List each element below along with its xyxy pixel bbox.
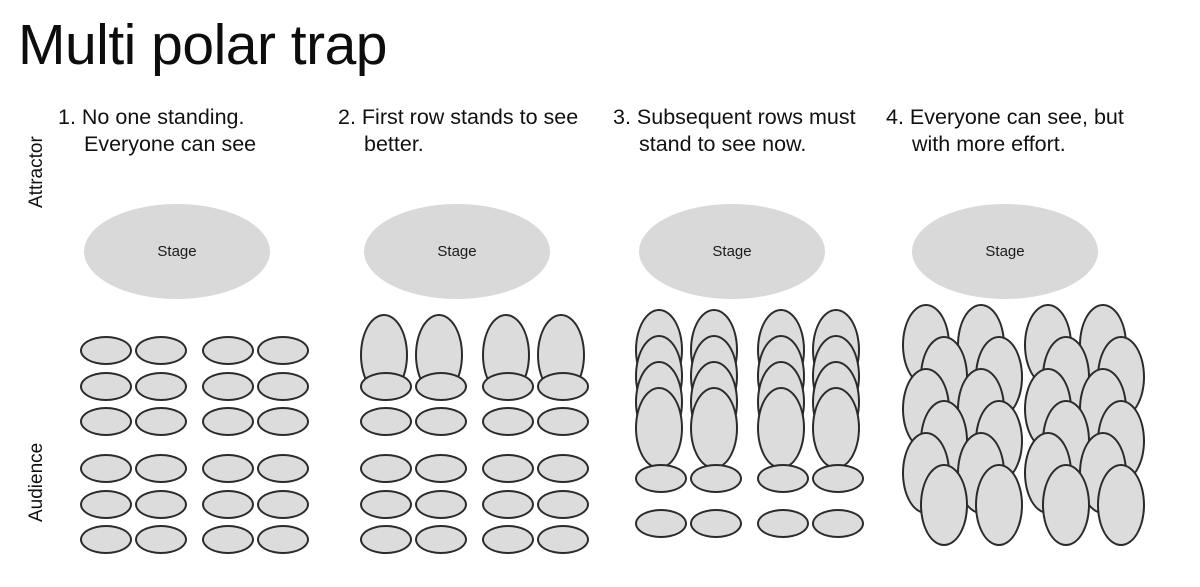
person-seated xyxy=(415,490,467,519)
person-seated xyxy=(482,525,534,554)
person-seated xyxy=(80,525,132,554)
person-seated xyxy=(135,490,187,519)
person-seated xyxy=(635,509,687,538)
person-seated xyxy=(482,372,534,401)
person-seated xyxy=(360,525,412,554)
panel-heading: 3. Subsequent rows must stand to see now… xyxy=(613,105,856,156)
person-seated xyxy=(482,490,534,519)
stage-ellipse: Stage xyxy=(364,204,550,299)
person-seated xyxy=(135,372,187,401)
panel-3: 3. Subsequent rows must stand to see now… xyxy=(605,104,873,574)
person-seated xyxy=(257,454,309,483)
stage-ellipse: Stage xyxy=(639,204,825,299)
person-seated xyxy=(80,336,132,365)
person-standing xyxy=(690,387,738,469)
person-standing xyxy=(757,387,805,469)
person-seated xyxy=(202,490,254,519)
person-seated xyxy=(415,372,467,401)
person-seated xyxy=(537,525,589,554)
audience-group xyxy=(330,104,598,554)
stage-ellipse: Stage xyxy=(912,204,1098,299)
person-seated xyxy=(360,407,412,436)
panel-heading: 2. First row stands to see better. xyxy=(338,105,579,156)
stage-label: Stage xyxy=(437,243,477,260)
person-seated xyxy=(135,336,187,365)
person-seated xyxy=(360,372,412,401)
person-standing xyxy=(635,387,683,469)
person-seated xyxy=(690,509,742,538)
person-seated xyxy=(690,464,742,493)
panel-heading: 4. Everyone can see, but with more effor… xyxy=(886,105,1124,156)
person-seated xyxy=(80,372,132,401)
person-standing xyxy=(1042,464,1090,546)
person-standing xyxy=(812,387,860,469)
person-seated xyxy=(812,464,864,493)
person-standing xyxy=(975,464,1023,546)
axis-label-attractor: Attractor xyxy=(26,136,47,208)
person-seated xyxy=(537,407,589,436)
panel-2: 2. First row stands to see better. Stage xyxy=(330,104,598,574)
page-title: Multi polar trap xyxy=(18,13,388,77)
audience-group xyxy=(605,104,873,538)
person-seated xyxy=(257,525,309,554)
person-seated xyxy=(360,490,412,519)
person-seated xyxy=(537,490,589,519)
panel-heading: 1. No one standing. Everyone can see xyxy=(58,105,257,156)
person-seated xyxy=(757,509,809,538)
person-seated xyxy=(812,509,864,538)
panel-4: 4. Everyone can see, but with more effor… xyxy=(878,104,1146,574)
audience-group xyxy=(50,104,318,554)
stage-label: Stage xyxy=(712,243,752,260)
person-standing xyxy=(920,464,968,546)
person-seated xyxy=(757,464,809,493)
person-seated xyxy=(257,490,309,519)
person-seated xyxy=(80,454,132,483)
person-seated xyxy=(482,454,534,483)
person-seated xyxy=(482,407,534,436)
stage-label: Stage xyxy=(985,243,1025,260)
person-seated xyxy=(202,525,254,554)
person-seated xyxy=(635,464,687,493)
person-seated xyxy=(202,372,254,401)
person-seated xyxy=(415,407,467,436)
person-seated xyxy=(537,454,589,483)
person-seated xyxy=(135,407,187,436)
person-seated xyxy=(202,407,254,436)
person-seated xyxy=(80,407,132,436)
person-standing xyxy=(1097,464,1145,546)
person-seated xyxy=(257,407,309,436)
person-seated xyxy=(202,454,254,483)
person-seated xyxy=(257,336,309,365)
audience-group xyxy=(878,104,1146,546)
panel-1: 1. No one standing. Everyone can see Sta… xyxy=(50,104,318,574)
person-seated xyxy=(80,490,132,519)
axis-label-audience: Audience xyxy=(26,442,47,522)
stage-ellipse: Stage xyxy=(84,204,270,299)
person-seated xyxy=(415,454,467,483)
person-seated xyxy=(135,454,187,483)
person-seated xyxy=(415,525,467,554)
person-seated xyxy=(360,454,412,483)
person-seated xyxy=(135,525,187,554)
person-seated xyxy=(202,336,254,365)
person-seated xyxy=(537,372,589,401)
stage-label: Stage xyxy=(157,243,197,260)
person-seated xyxy=(257,372,309,401)
